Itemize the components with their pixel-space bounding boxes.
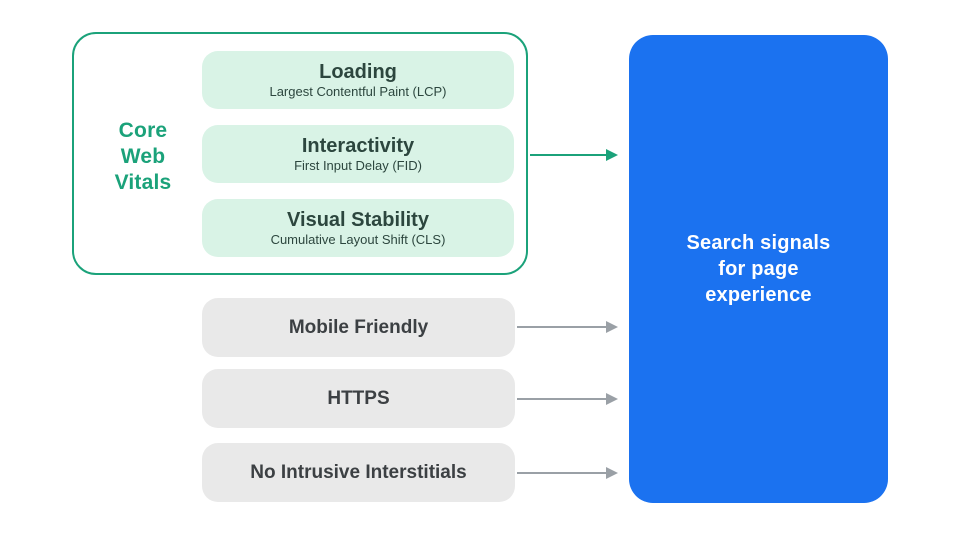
search-signals-label: Search signals for page experience (686, 232, 831, 306)
pill-title: Loading (319, 60, 397, 83)
core-web-vitals-label-line: Web (120, 145, 166, 168)
signal-pill-label: Mobile Friendly (288, 316, 429, 338)
pill-title: Visual Stability (287, 208, 429, 231)
cwv-pill-loading: Loading Largest Contentful Paint (LCP) (202, 51, 514, 109)
arrow-cwv-to-signals (530, 149, 618, 161)
pill-subtitle: Largest Contentful Paint (LCP) (269, 83, 447, 99)
signal-pill-https: HTTPS (202, 369, 515, 428)
pill-subtitle: Cumulative Layout Shift (CLS) (270, 231, 446, 247)
signal-pill-label: HTTPS (327, 387, 390, 409)
cwv-pill-visual-stability: Visual Stability Cumulative Layout Shift… (202, 199, 514, 257)
pill-title: Interactivity (301, 134, 415, 157)
search-signals-card: Search signals for page experience (629, 35, 888, 503)
cwv-pill-interactivity: Interactivity First Input Delay (FID) (202, 125, 514, 183)
pill-subtitle: First Input Delay (FID) (294, 157, 422, 173)
signal-pill-mobile-friendly: Mobile Friendly (202, 298, 515, 357)
signal-pill-label: No Intrusive Interstitials (250, 461, 467, 483)
core-web-vitals-label-line: Core (118, 119, 168, 142)
arrow-interstitials-to-signals (517, 467, 618, 479)
core-web-vitals-label: Core Web Vitals (88, 118, 198, 196)
core-web-vitals-group-box: Core Web Vitals Loading Largest Contentf… (72, 32, 528, 275)
signal-pill-no-intrusive-interstitials: No Intrusive Interstitials (202, 443, 515, 502)
arrow-mobile-friendly-to-signals (517, 321, 618, 333)
arrow-https-to-signals (517, 393, 618, 405)
core-web-vitals-label-line: Vitals (114, 171, 172, 194)
